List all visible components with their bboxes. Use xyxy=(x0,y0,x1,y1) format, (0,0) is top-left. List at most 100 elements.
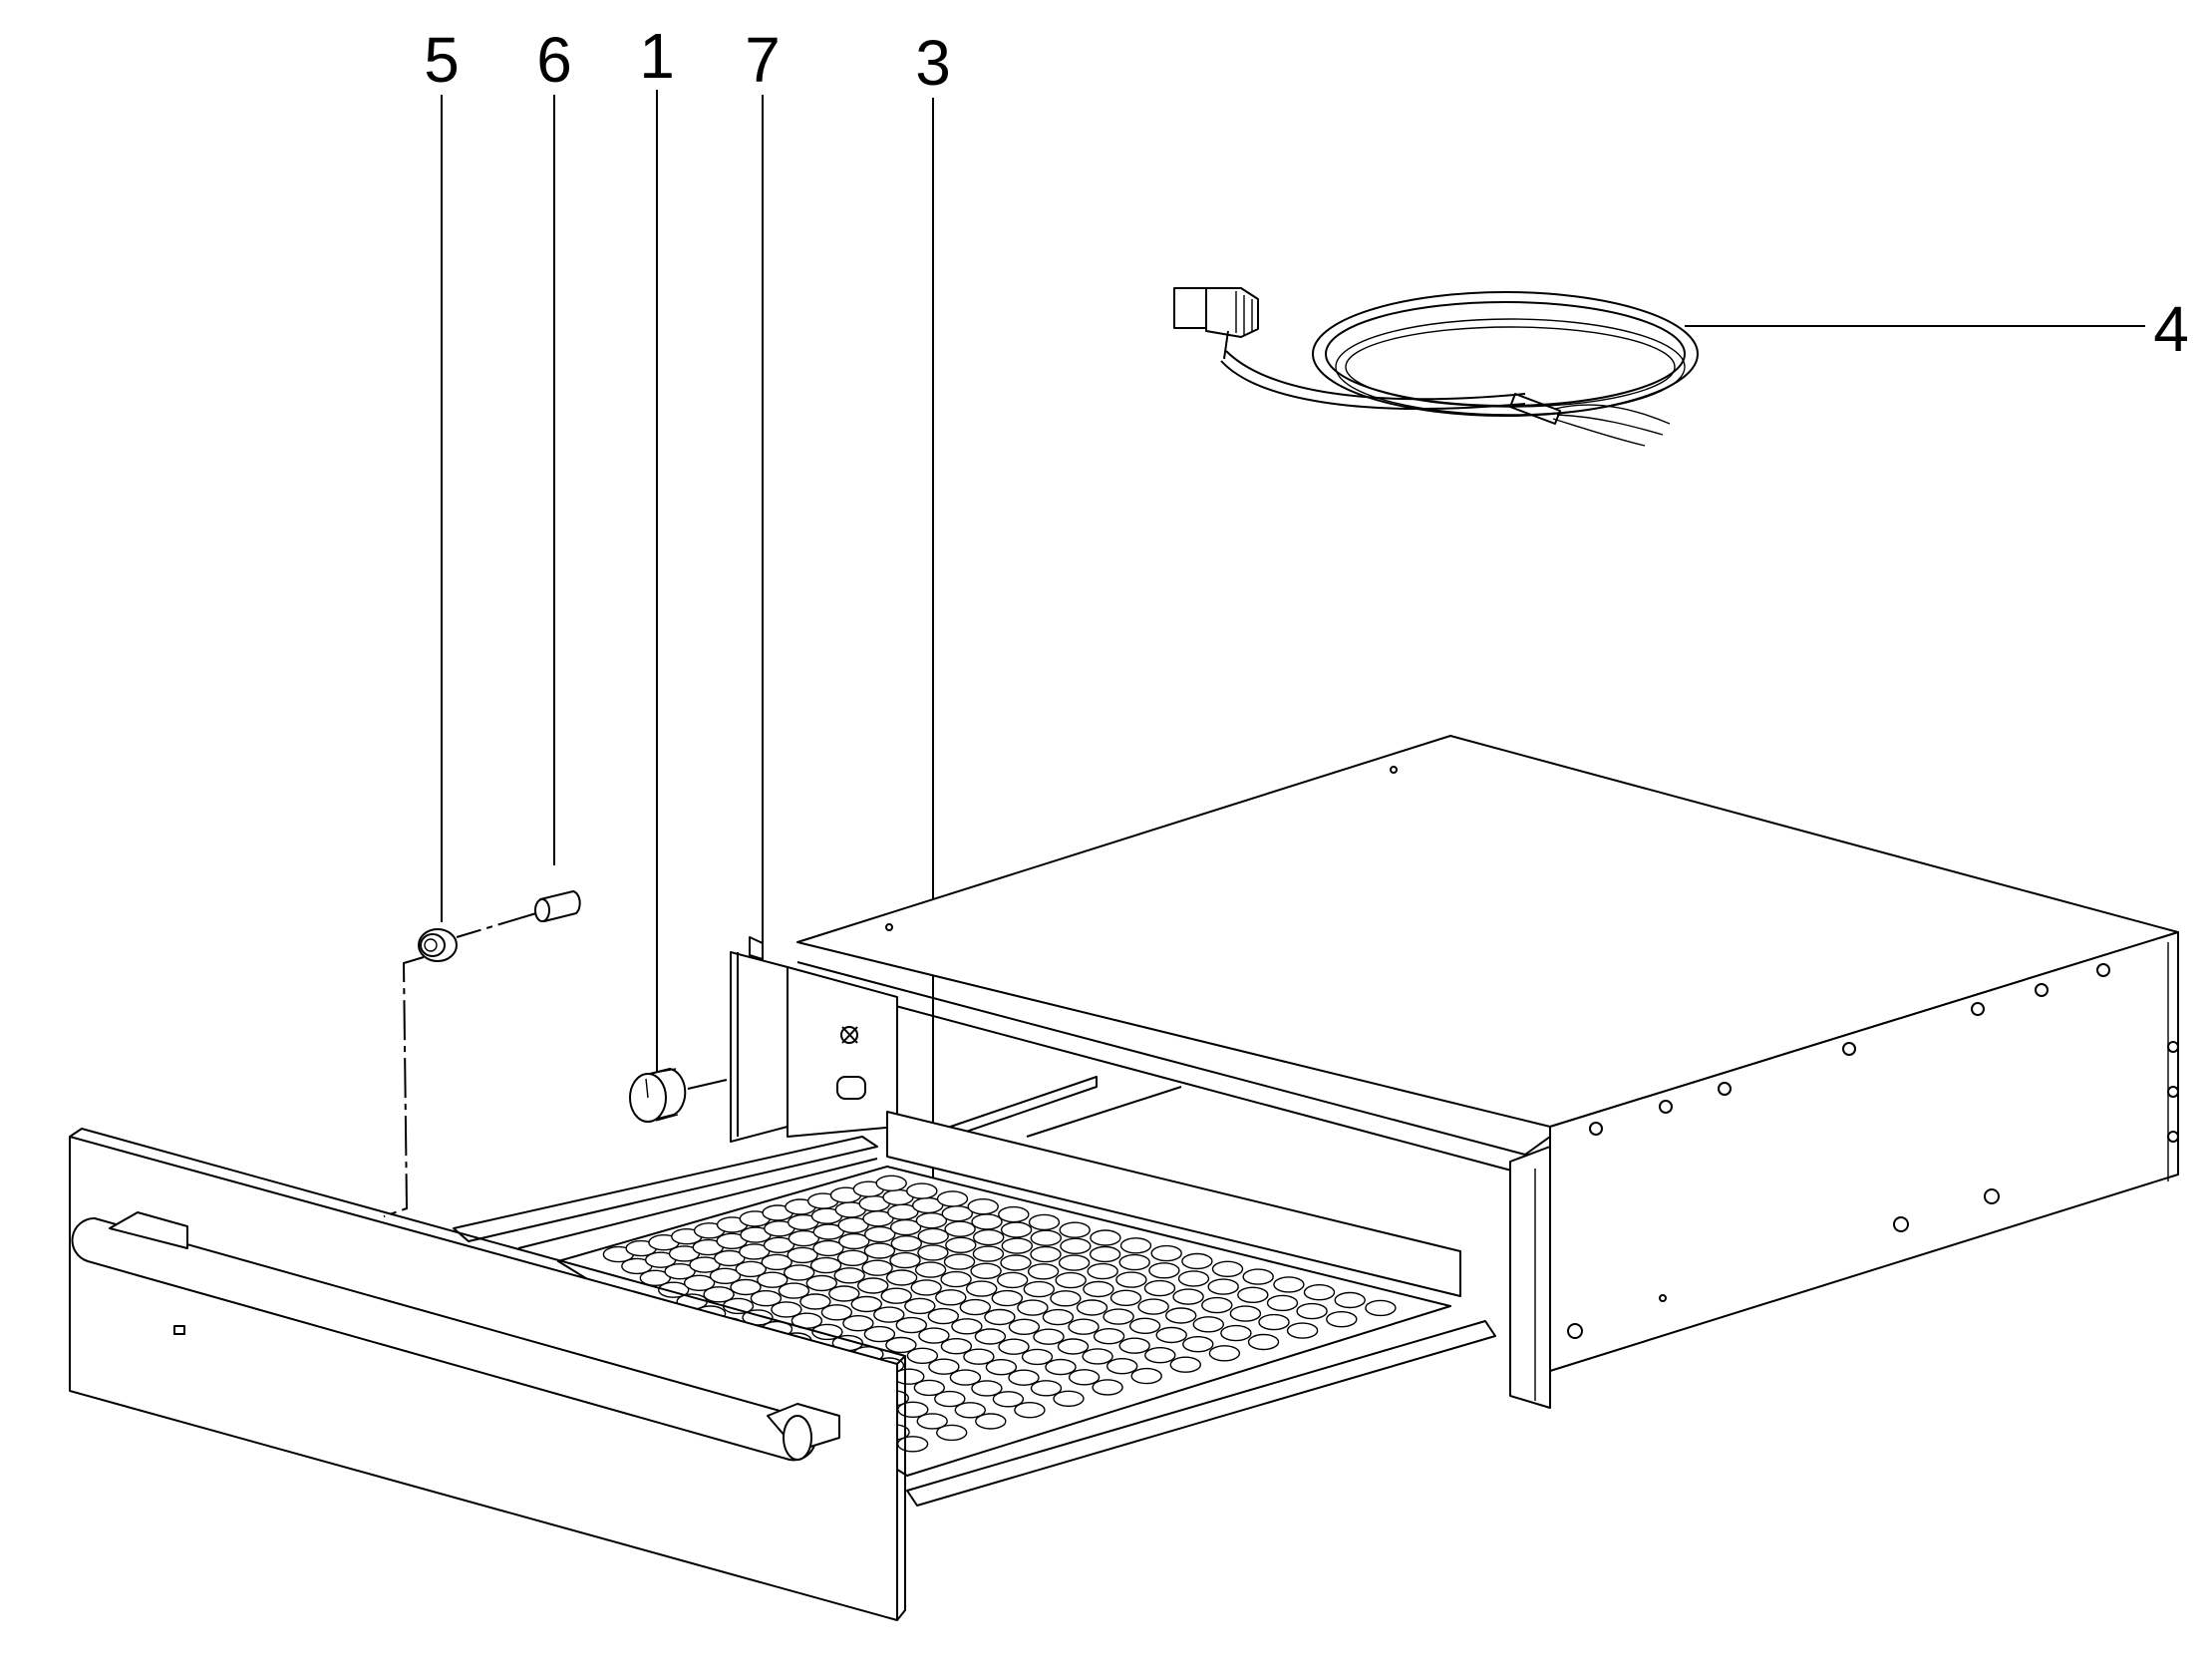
perforation-hole xyxy=(838,1232,870,1250)
perforation-hole xyxy=(788,1229,820,1247)
perforation-hole xyxy=(941,1204,973,1222)
perforation-hole xyxy=(1055,1271,1087,1289)
perforation-hole xyxy=(896,1436,929,1453)
perforation-hole xyxy=(1237,1286,1269,1304)
perforation-hole xyxy=(1118,1337,1150,1354)
side-rivets xyxy=(885,766,2179,1339)
perforation-hole xyxy=(799,1293,831,1310)
perforation-hole xyxy=(1087,1262,1118,1280)
callout-7: 7 xyxy=(745,24,781,982)
perforation-hole xyxy=(936,1424,968,1442)
perforation-hole xyxy=(1177,1270,1210,1287)
callout-label-7: 7 xyxy=(745,24,781,96)
perforation-hole xyxy=(998,1205,1030,1223)
perforation-hole xyxy=(971,1380,1003,1397)
perforation-hole xyxy=(985,1358,1018,1376)
perforation-hole xyxy=(1164,1307,1197,1324)
perforation-hole xyxy=(1172,1288,1204,1305)
perforation-hole xyxy=(935,1289,967,1306)
perforation-hole xyxy=(778,1282,810,1299)
perforation-hole xyxy=(967,1197,999,1215)
perforation-hole xyxy=(1030,1229,1063,1246)
perforation-hole xyxy=(1058,1254,1091,1271)
callout-label-4: 4 xyxy=(2153,293,2189,365)
perforation-hole xyxy=(863,1325,896,1343)
perforation-hole xyxy=(709,1267,742,1285)
callout-6: 6 xyxy=(536,24,572,865)
perforation-hole xyxy=(1211,1260,1244,1278)
perforation-hole xyxy=(936,1190,969,1207)
perforation-hole xyxy=(857,1277,889,1294)
perforation-hole xyxy=(664,1262,696,1280)
perforation-hole xyxy=(1030,1245,1062,1263)
perforation-hole xyxy=(850,1295,882,1313)
perforation-hole xyxy=(1137,1298,1169,1315)
perforation-hole xyxy=(974,1328,1007,1345)
perforation-hole xyxy=(1082,1348,1113,1365)
perforation-hole xyxy=(890,1234,922,1252)
perforation-hole xyxy=(973,1228,1005,1246)
perforation-hole xyxy=(1229,1305,1262,1322)
assembly-axis-pin xyxy=(456,912,537,938)
callout-label-6: 6 xyxy=(536,24,572,96)
perforation-hole xyxy=(836,1249,869,1267)
perforation-hole xyxy=(1273,1276,1305,1293)
perforation-hole xyxy=(928,1358,960,1375)
callout-label-1: 1 xyxy=(639,20,675,92)
perforation-hole xyxy=(828,1285,860,1302)
perforation-hole xyxy=(771,1301,802,1318)
perforation-hole xyxy=(889,1251,921,1269)
perforation-hole xyxy=(1258,1313,1290,1331)
control-knob-drawing xyxy=(629,1068,687,1123)
perforation-hole xyxy=(1242,1268,1274,1285)
perforation-hole xyxy=(944,1220,976,1237)
perforation-hole xyxy=(689,1256,721,1273)
perforation-hole xyxy=(913,1379,945,1397)
perforation-hole xyxy=(934,1390,966,1408)
callout-5: 5 xyxy=(424,24,460,922)
drawer-front-drawing xyxy=(69,1128,906,1621)
perforation-hole xyxy=(812,1239,844,1257)
perforation-hole xyxy=(757,1271,789,1288)
perforation-hole xyxy=(917,1227,949,1245)
perforation-hole xyxy=(1083,1280,1114,1298)
perforation-hole xyxy=(1090,1229,1121,1246)
perforation-hole xyxy=(1266,1294,1299,1312)
perforation-hole xyxy=(714,1249,746,1267)
perforation-hole xyxy=(1001,1237,1033,1254)
perforation-hole xyxy=(918,1327,950,1344)
perforation-hole xyxy=(914,1261,947,1278)
perforation-hole xyxy=(1014,1401,1046,1419)
perforation-hole xyxy=(1143,1279,1176,1297)
perforation-hole xyxy=(927,1307,959,1325)
perforation-hole xyxy=(763,1236,795,1254)
callout-1: 1 xyxy=(639,20,675,1087)
perforation-hole xyxy=(1115,1271,1147,1288)
perforation-hole xyxy=(1326,1310,1358,1328)
perforation-hole xyxy=(917,1244,949,1261)
perforation-hole xyxy=(1144,1346,1176,1364)
perforation-hole xyxy=(1247,1333,1280,1351)
housing-drawing xyxy=(730,735,2179,1409)
perforation-hole xyxy=(975,1413,1007,1430)
perforation-hole xyxy=(940,1270,972,1288)
perforation-hole xyxy=(949,1369,982,1386)
perforation-hole xyxy=(1089,1245,1121,1263)
perforation-hole xyxy=(1128,1317,1161,1335)
perforation-hole xyxy=(1076,1299,1108,1316)
perforation-hole xyxy=(683,1274,716,1292)
perforation-hole xyxy=(1068,1318,1100,1335)
perforation-hole xyxy=(1181,1252,1213,1270)
perforation-hole xyxy=(1059,1221,1091,1238)
perforation-hole xyxy=(833,1267,865,1284)
perforation-hole xyxy=(739,1243,771,1260)
perforation-hole xyxy=(639,1269,671,1287)
perforation-hole xyxy=(998,1338,1030,1355)
perforation-hole xyxy=(1365,1299,1397,1317)
perforation-hole xyxy=(1192,1316,1225,1333)
perforation-hole xyxy=(1042,1308,1075,1326)
perforation-hole xyxy=(885,1336,917,1354)
perforation-hole xyxy=(906,1182,938,1199)
perforation-hole xyxy=(875,1175,907,1192)
